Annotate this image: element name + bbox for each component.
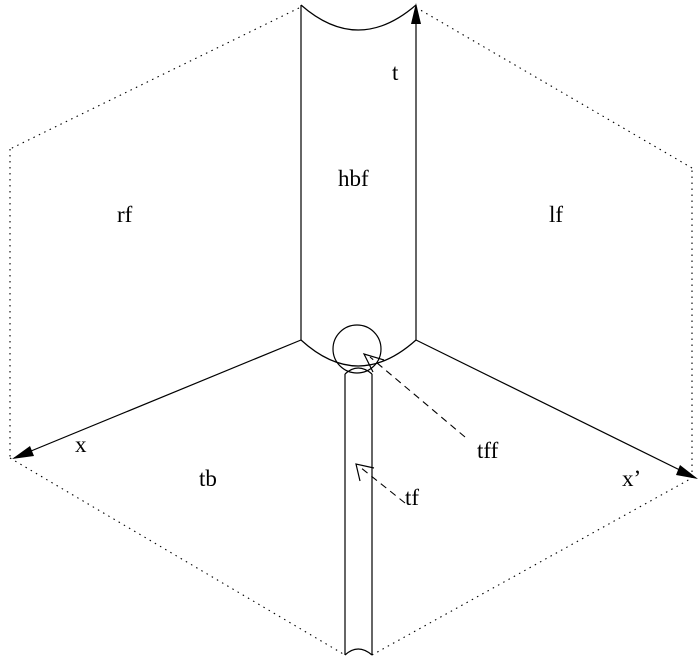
label-lf: lf bbox=[549, 202, 563, 227]
half-cylinder bbox=[300, 4, 417, 367]
x-axis bbox=[12, 339, 302, 459]
outline-bottom-right bbox=[371, 477, 693, 656]
tff-pointer-line bbox=[369, 356, 466, 438]
tff-pointer bbox=[362, 353, 466, 438]
label-hbf: hbf bbox=[338, 166, 369, 191]
t-arrowhead bbox=[411, 3, 421, 24]
t-axis-arrow bbox=[411, 3, 421, 24]
label-t: t bbox=[392, 60, 399, 85]
tff-pointer-head bbox=[362, 353, 385, 373]
label-x-prime: x’ bbox=[622, 466, 641, 491]
tube-bottom-cap bbox=[344, 648, 373, 656]
hexagon-outline bbox=[9, 7, 693, 656]
tube-top-cap bbox=[344, 367, 373, 375]
label-tf: tf bbox=[405, 485, 419, 510]
x-prime-axis bbox=[415, 339, 698, 479]
x-arrowhead bbox=[12, 446, 34, 459]
label-tb: tb bbox=[199, 466, 217, 491]
label-tff: tff bbox=[477, 438, 499, 463]
outline-top-left bbox=[9, 7, 300, 150]
tf-pointer-head bbox=[355, 463, 375, 482]
outline-bottom-left bbox=[9, 457, 346, 656]
tf-pointer bbox=[355, 463, 406, 504]
label-x: x bbox=[75, 432, 87, 457]
cylinder-top-arc bbox=[300, 4, 417, 31]
label-rf: rf bbox=[117, 202, 133, 227]
outline-top-right bbox=[416, 7, 693, 169]
tf-pointer-line bbox=[359, 466, 406, 504]
x-prime-arrowhead bbox=[676, 465, 698, 479]
cylinder-bottom-arc bbox=[300, 339, 417, 367]
junction-circle bbox=[332, 324, 382, 374]
x-prime-axis-line bbox=[415, 339, 697, 479]
tube bbox=[344, 367, 373, 656]
x-axis-line bbox=[13, 339, 302, 459]
